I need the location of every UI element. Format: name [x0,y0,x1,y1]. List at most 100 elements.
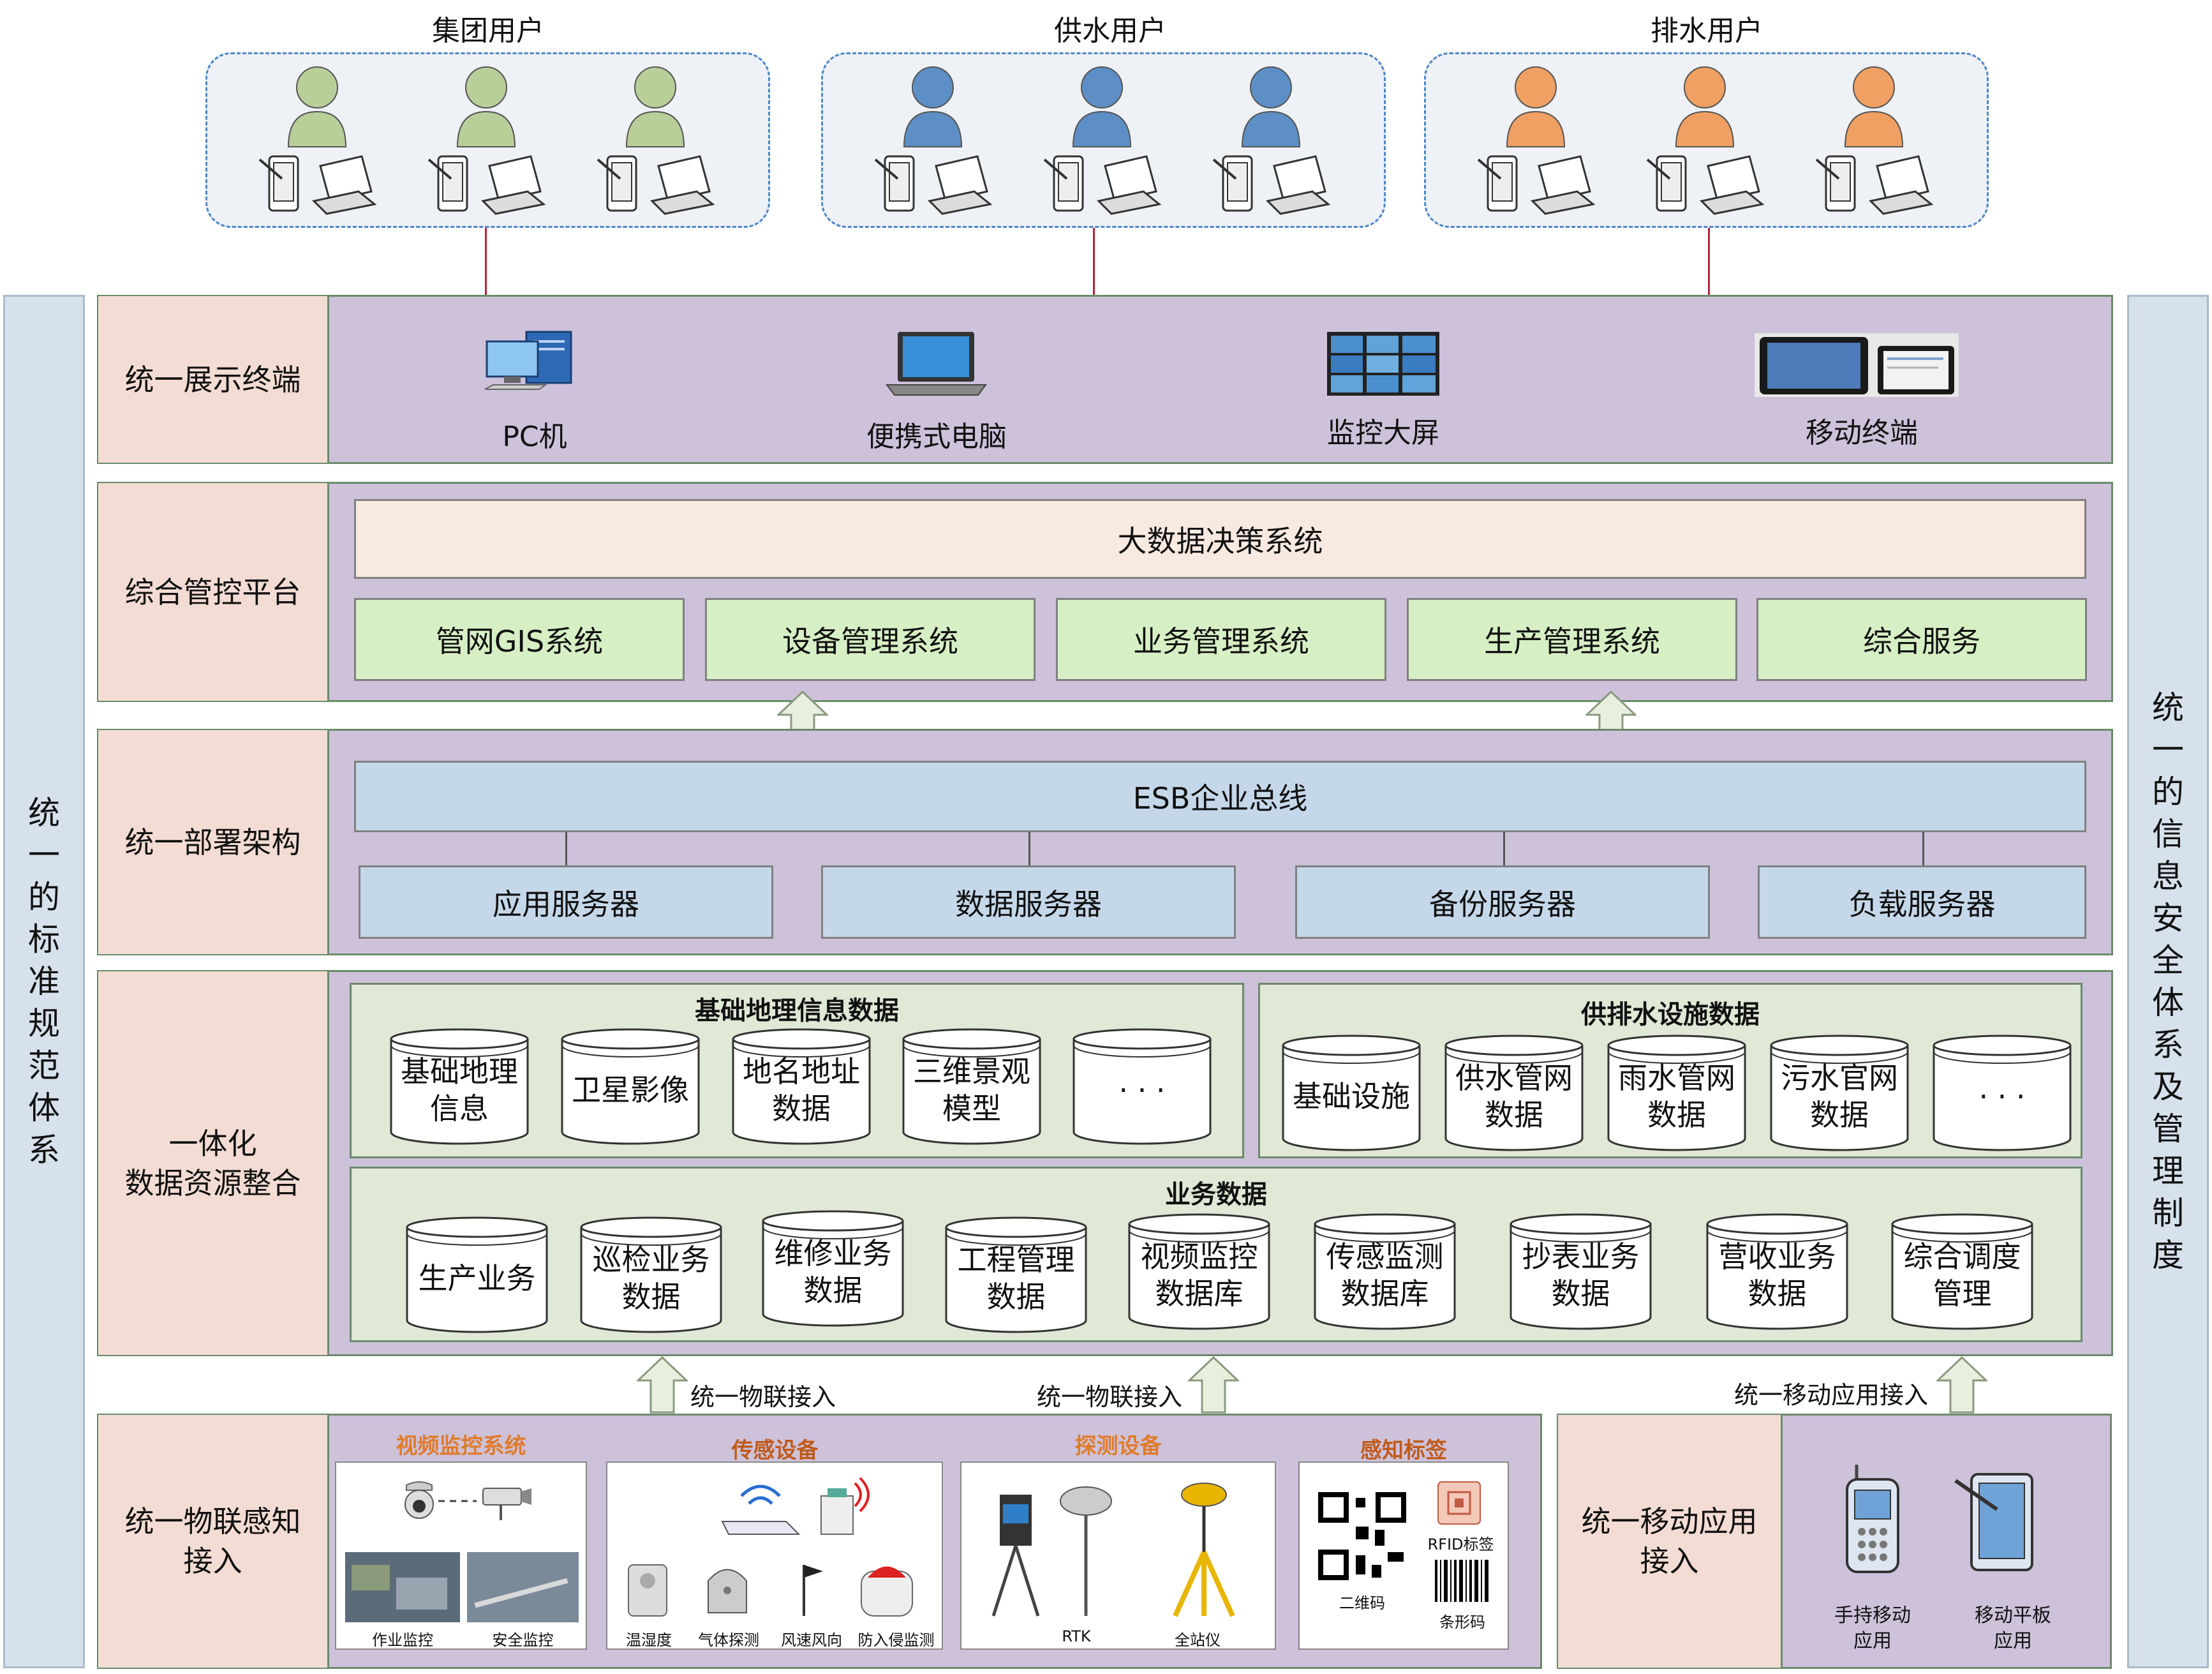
database-cylinder-icon [1282,1035,1421,1151]
handheld-app-line1: 手持移动 [1834,1604,1911,1627]
iot-layer-label-line1: 统一物联感知 [124,1504,301,1539]
database-cylinder-icon [1891,1213,2033,1330]
system-equipment: 设备管理系统 [705,598,1035,681]
business-data-item-line: 数据 [621,1279,681,1314]
sensor-devices-panel: 温湿度 气体探测 风速风向 防入侵监测 [606,1461,943,1650]
database-cylinder-icon [1770,1035,1909,1151]
business-data-item-line: 数据 [803,1273,863,1308]
business-data-item-line: 生产业务 [418,1260,536,1296]
display-layer-label: 统一展示终端 [98,296,329,463]
database-cylinder-icon [1607,1035,1746,1151]
business-data-item-label: 工程管理数据 [944,1236,1088,1320]
water-facility-data-item-label: 供水管网数据 [1444,1054,1584,1138]
database-cylinder-icon [390,1028,529,1145]
geo-data-item-line: 卫星影像 [572,1072,689,1107]
caption-total-station: 全站仪 [1175,1631,1221,1649]
caption-gas-detection: 气体探测 [698,1631,759,1649]
caption-safety-monitoring: 安全监控 [492,1631,554,1649]
detection-devices-panel: RTK 全站仪 [960,1461,1276,1650]
business-data-item-label: 营收业务数据 [1705,1233,1849,1317]
database-cylinder-icon [945,1216,1087,1333]
user-icon [1241,66,1301,147]
database-cylinder-icon [1444,1035,1584,1151]
geo-data-item-line: 基础地理 [401,1054,518,1089]
geo-data-item-label: 三维景观模型 [902,1048,1042,1132]
caption-job-monitoring: 作业监控 [372,1631,433,1649]
device-icon [1477,155,1596,215]
business-data-item-line: 视频监控 [1140,1239,1258,1274]
connector-line [1922,832,1924,865]
business-data-item-line: 综合调度 [1903,1239,2021,1274]
handheld-app-label: 手持移动 应用 [1818,1603,1927,1654]
geo-data-item: 三维景观模型 [902,1028,1042,1146]
iot-layer-label: 统一物联感知 接入 [98,1415,329,1668]
terminal-monitor-wall: 监控大屏 [1327,417,1439,449]
water-facility-data-item-line: 雨水管网 [1618,1060,1735,1095]
business-data-item-label: 综合调度管理 [1890,1233,2034,1317]
server-data: 数据服务器 [821,865,1236,939]
sensing-tags-title: 感知标签 [1360,1438,1447,1463]
user-icon [1844,66,1904,147]
business-data-item-line: 传感监测 [1326,1239,1444,1274]
caption-intrusion-monitoring: 防入侵监测 [857,1631,935,1649]
business-data-item-line: 数据 [986,1279,1046,1314]
geo-data-item-line: · · · [1118,1072,1166,1107]
laptop-icon [886,332,987,396]
barcode-icon [1435,1560,1488,1602]
terminal-mobile: 移动终端 [1806,417,1918,449]
caption-rtk: RTK [1062,1627,1091,1645]
caption-barcode: 条形码 [1439,1613,1485,1631]
business-data-item: 维修业务数据 [761,1209,905,1327]
business-data-item-line: 数据 [1748,1276,1807,1311]
server-backup: 备份服务器 [1295,865,1710,939]
device-icon [1212,155,1331,215]
device-icon [1646,155,1765,215]
big-data-decision-system: 大数据决策系统 [354,499,2086,579]
business-data-item-line: 抄表业务 [1522,1239,1640,1274]
water-facility-data-item: 供水管网数据 [1444,1034,1584,1152]
geo-data-item: 卫星影像 [560,1028,701,1146]
iot-access-label: 统一物联接入 [690,1383,836,1411]
system-gis: 管网GIS系统 [354,598,685,681]
server-load: 负载服务器 [1758,865,2086,939]
business-data-item-line: 数据库 [1155,1276,1243,1311]
system-integrated-service: 综合服务 [1756,598,2087,681]
terminal-pc: PC机 [502,421,567,453]
mobile-layer-label-line2: 接入 [1640,1544,1699,1578]
geo-data-item-line: 信息 [430,1091,489,1126]
business-data-item: 营收业务数据 [1705,1213,1849,1331]
qr-code-icon [1318,1491,1407,1581]
user-icon [625,66,685,147]
caption-wind-speed: 风速风向 [781,1631,842,1649]
mobile-phone-icon [1846,1465,1899,1573]
database-cylinder-icon [762,1210,904,1327]
database-cylinder-icon [1128,1213,1270,1330]
business-data-item-label: 巡检业务数据 [579,1236,723,1320]
pc-icon [484,331,572,390]
business-data-item-line: 维修业务 [774,1236,892,1271]
business-data-item-line: 营收业务 [1718,1239,1836,1274]
device-icon [258,155,377,215]
connector-line [1708,228,1710,295]
geo-data-item-label: 基础地理信息 [389,1048,530,1132]
user-icon [1506,66,1566,147]
geo-data-item: 地名地址数据 [731,1028,872,1146]
geo-data-item-line: 地名地址 [743,1054,860,1089]
device-icon [1815,155,1934,215]
database-cylinder-icon [1933,1035,2072,1151]
database-cylinder-icon [1314,1213,1456,1330]
water-facility-data-item-line: · · · [1978,1079,2026,1114]
rfid-tag-icon [1437,1481,1481,1525]
data-layer-label-line2: 数据资源整合 [124,1165,301,1200]
caption-rfid: RFID标签 [1427,1536,1494,1553]
business-data-item-label: 维修业务数据 [761,1230,905,1313]
user-icon [287,66,347,147]
business-data-item-label: 抄表业务数据 [1509,1233,1652,1317]
database-cylinder-icon [561,1028,700,1145]
handheld-app-line2: 应用 [1853,1630,1892,1652]
geo-data-item-label: 卫星影像 [560,1048,701,1132]
caption-temperature-humidity: 温湿度 [626,1631,672,1649]
tablet-app-line1: 移动平板 [1975,1604,2051,1627]
water-facility-data-item-line: 基础设施 [1293,1079,1410,1114]
business-data-item-label: 生产业务 [405,1236,549,1320]
